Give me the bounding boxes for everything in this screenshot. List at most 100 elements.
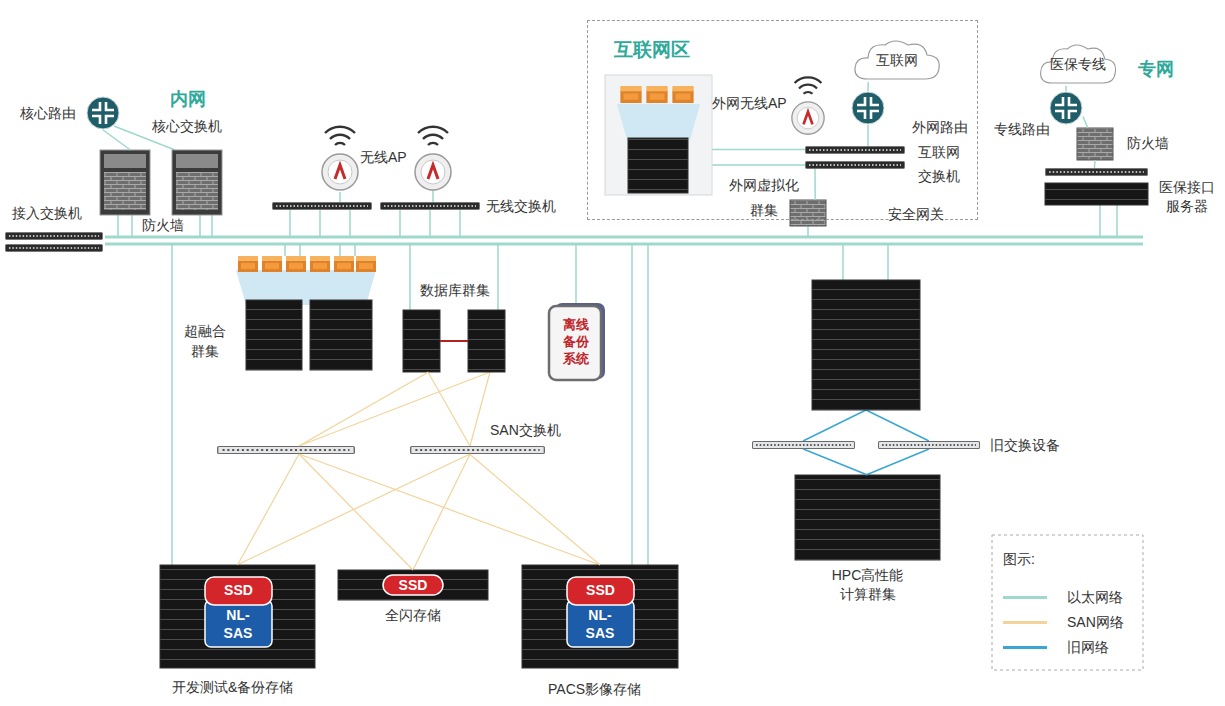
- chassis-panel: [104, 154, 146, 168]
- switch-icon: [5, 245, 102, 252]
- switch-icon: [5, 233, 102, 240]
- device-label: 外网路由: [912, 118, 968, 136]
- legend-title: 图示:: [1003, 550, 1035, 568]
- device-label: 核心交换机: [152, 117, 222, 135]
- internet-cloud: 互联网: [852, 38, 942, 82]
- firewall-icon: [1077, 128, 1113, 160]
- network-link: [238, 454, 300, 565]
- chassis-brick: [104, 172, 146, 210]
- server-cube: [334, 256, 354, 272]
- storage-box: [338, 570, 488, 600]
- device-label: 离线 备份 系统: [551, 316, 601, 367]
- device-label: HPC高性能 计算群集: [820, 566, 915, 604]
- ap-icon: [415, 127, 451, 190]
- security-gateway: 安全网关: [790, 200, 826, 226]
- router-icon: [87, 97, 119, 129]
- legend-label: 以太网络: [1067, 588, 1123, 606]
- device-label: 开发测试&备份存储: [172, 678, 293, 696]
- server-rack: [246, 300, 302, 370]
- firewall: 防火墙: [1077, 128, 1113, 160]
- wireless-ap: 无线AP: [320, 124, 360, 192]
- tier-label: SSD: [205, 581, 272, 599]
- tier-label: NL-SAS: [579, 606, 621, 642]
- cluster-glow: [617, 104, 700, 140]
- server-rack: [468, 310, 505, 372]
- network-link: [1065, 86, 1067, 91]
- network-link: [1083, 117, 1088, 129]
- network-link: [712, 149, 805, 151]
- san-switch: SAN交换机: [217, 446, 545, 454]
- legacy-switch-icon: [753, 442, 855, 449]
- zone-title: 互联网区: [614, 38, 690, 62]
- storage-array: SSDNL-SASPACS影像存储: [522, 565, 678, 668]
- legacy-switch-icon: [879, 442, 980, 449]
- cluster-frame: [605, 75, 712, 195]
- server-rack: [628, 138, 688, 193]
- device-label: 无线交换机: [486, 197, 556, 215]
- access-switch: 接入交换机: [5, 232, 103, 252]
- server-cube: [310, 256, 330, 272]
- device-label: SAN交换机: [490, 421, 561, 439]
- ethernet-bus: [105, 243, 1143, 246]
- device-label: 外网虚拟化 群集: [724, 173, 804, 223]
- network-link: [814, 169, 816, 200]
- heartbeat-link: [440, 340, 468, 342]
- hpc-cluster: HPC高性能 计算群集: [795, 475, 940, 560]
- storage-box: [522, 565, 678, 668]
- server-rack: [310, 300, 372, 370]
- server-cube: [238, 256, 258, 272]
- san-wire: [237, 372, 600, 570]
- virtualization-cluster: 外网虚拟化 群集: [605, 75, 712, 195]
- device-label: 安全网关: [888, 205, 944, 223]
- legacy-switch: 旧交换设备: [752, 441, 980, 449]
- storage-box: [160, 565, 315, 668]
- device-label: 全闪存储: [385, 606, 441, 624]
- legend-label: SAN网络: [1067, 613, 1124, 631]
- network-link: [299, 372, 429, 446]
- san-switch-icon: [218, 447, 355, 454]
- device-label: 互联网: [852, 51, 942, 69]
- legend-swatch: [1003, 646, 1047, 649]
- backup-system: 离线 备份 系统: [548, 303, 605, 382]
- network-link: [867, 82, 869, 91]
- tier-label: SSD: [567, 581, 634, 599]
- tier-label: SSD: [383, 576, 443, 594]
- device-label: 外网无线AP: [712, 94, 787, 112]
- router-icon: [1050, 92, 1082, 124]
- network-link: [299, 454, 413, 570]
- hpc-rack: [812, 280, 920, 410]
- tier-label: NL-SAS: [217, 606, 259, 642]
- network-link: [1094, 160, 1096, 168]
- zone-title: 内网: [170, 88, 206, 110]
- ap-icon: [322, 127, 358, 190]
- device-label: 医保接口 服务器: [1156, 178, 1218, 216]
- ssd-tier: [383, 575, 443, 595]
- server-cube: [646, 86, 667, 103]
- wireless-ap: 外网无线AP: [790, 75, 826, 136]
- hyperconverged-cluster: 超融合 群集: [228, 252, 378, 370]
- ssd-tier: [567, 577, 634, 605]
- device-label: 超融合 群集: [182, 321, 228, 361]
- device-label: 防火墙: [1127, 134, 1169, 152]
- device-label: 无线AP: [360, 148, 407, 166]
- network-link: [803, 449, 867, 475]
- gateway-icon: [790, 200, 826, 226]
- storage-array: SSDNL-SAS开发测试&备份存储: [160, 565, 315, 668]
- network-link: [470, 454, 600, 565]
- device-label: 医保专线: [1038, 55, 1118, 73]
- legend-swatch: [1003, 596, 1047, 599]
- chassis-icon: [172, 150, 222, 215]
- server-cube: [286, 256, 306, 272]
- device-label: PACS影像存储: [548, 680, 641, 698]
- wireless-switch: 无线交换机: [272, 202, 480, 210]
- ssd-tier: [205, 577, 272, 605]
- legend-label: 旧网络: [1067, 638, 1109, 656]
- device-label: 核心路由: [20, 104, 76, 122]
- device-label: 接入交换机: [12, 204, 82, 222]
- chassis-icon: [100, 150, 150, 215]
- legend-swatch: [1003, 621, 1047, 624]
- interface-server: 医保接口 服务器: [1045, 168, 1148, 205]
- router-icon: [852, 92, 884, 124]
- device-label: 防火墙: [142, 216, 184, 234]
